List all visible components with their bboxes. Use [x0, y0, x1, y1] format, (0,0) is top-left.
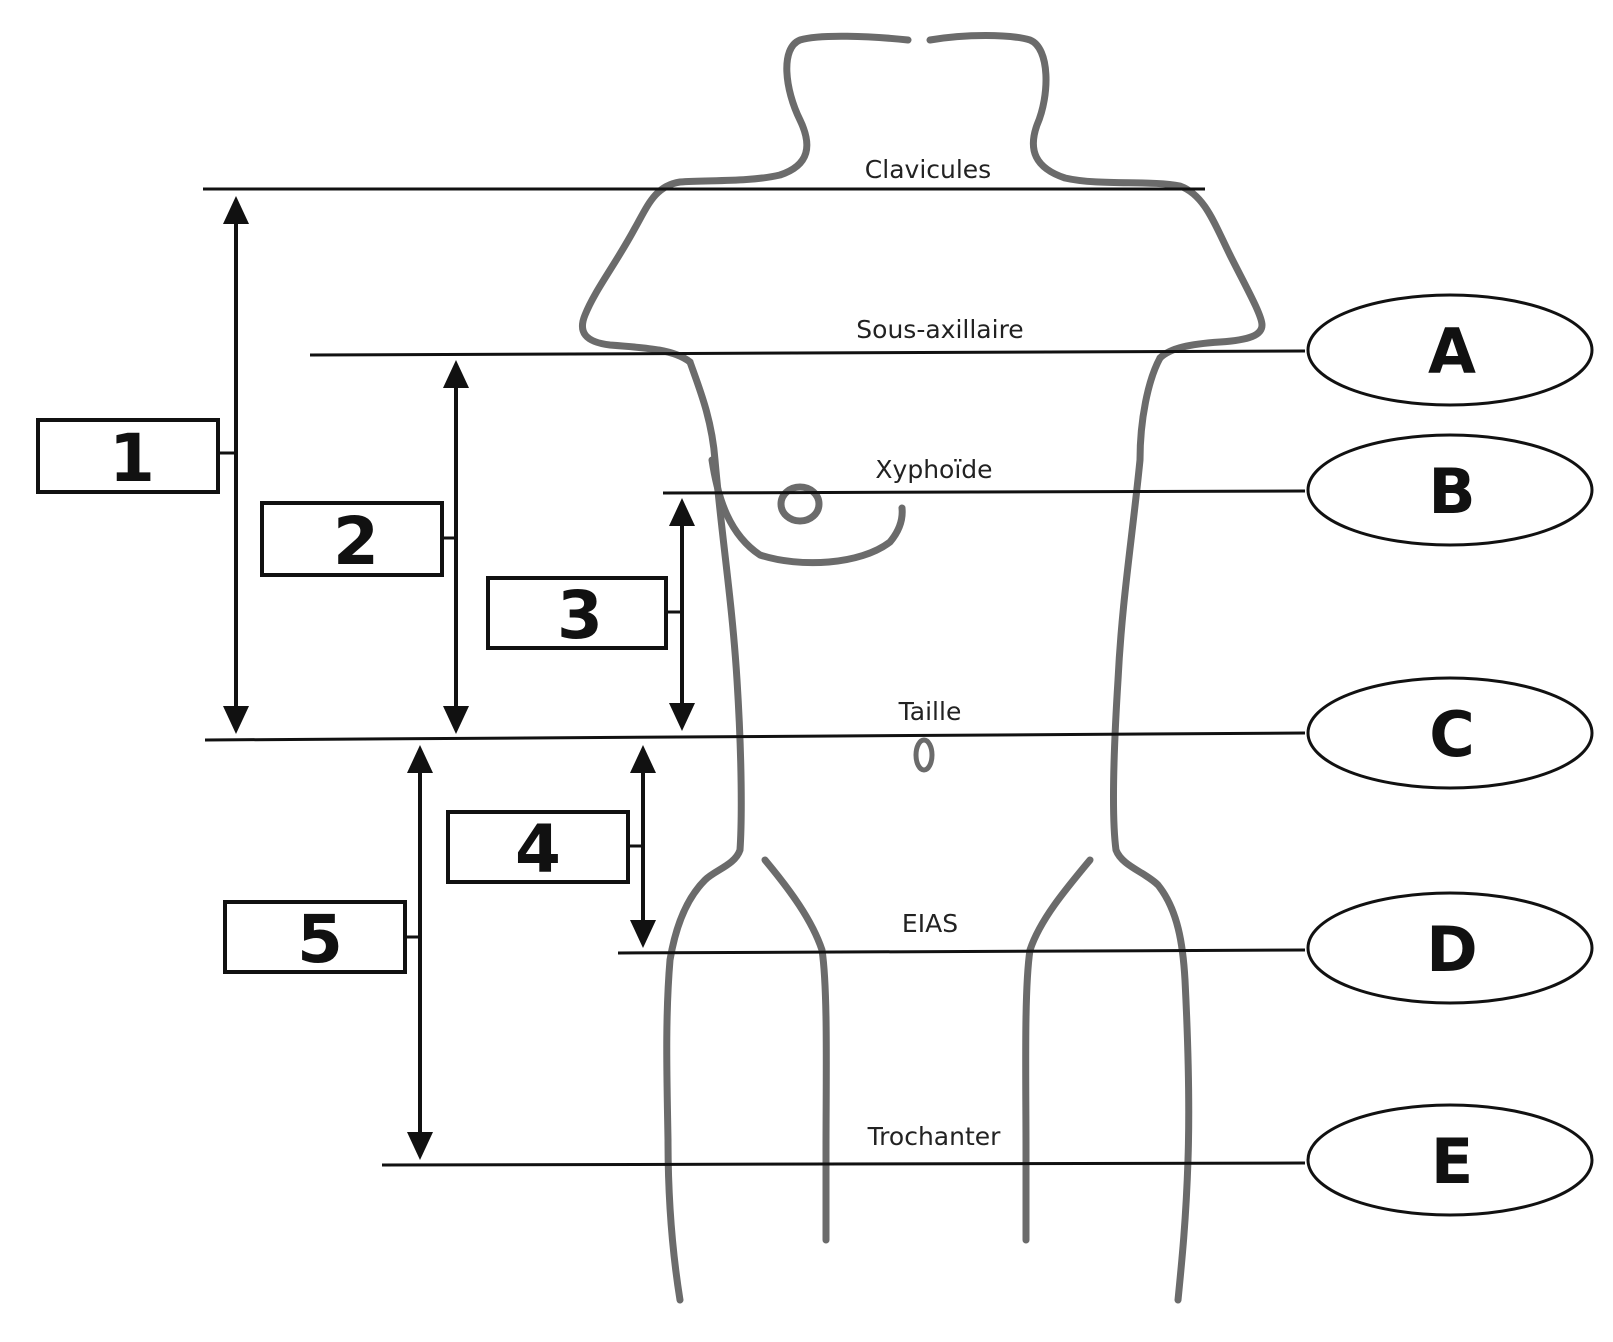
measurement-box-1: 1 [36, 418, 220, 497]
left-neck-shoulder-outline [578, 32, 912, 366]
arrow-5-top-head [407, 745, 433, 773]
marker-c: C [1306, 676, 1594, 790]
left-inner-leg-outline [761, 856, 830, 1244]
arrow-1-top-head [223, 196, 249, 224]
marker-d-text: D [1426, 913, 1477, 986]
taille-line [204, 731, 1306, 742]
right-inner-leg-outline [1022, 856, 1094, 1244]
marker-a: A [1306, 293, 1594, 407]
measurement-box-3: 3 [486, 576, 668, 654]
dimension-arrow-1 [218, 196, 249, 734]
arrow-2-top-head [443, 360, 469, 388]
dimension-arrows [218, 196, 695, 1160]
measurement-box-5-text: 5 [297, 901, 343, 978]
marker-c-text: C [1429, 698, 1475, 771]
torso-silhouette [578, 32, 1266, 1304]
measurement-boxes: 1 2 3 4 5 [36, 418, 668, 978]
xyphoide-line [662, 489, 1306, 495]
measurement-box-2-text: 2 [333, 503, 379, 580]
dimension-arrow-2 [440, 360, 469, 734]
measurement-box-4-text: 4 [515, 811, 561, 888]
level-lines [203, 187, 1306, 1167]
clavicules-label: Clavicules [865, 155, 991, 184]
measurement-box-5: 5 [223, 900, 407, 978]
arrow-1-bottom-head [223, 706, 249, 734]
marker-e: E [1306, 1103, 1594, 1217]
trochanter-line [381, 1161, 1306, 1167]
level-labels: Clavicules Sous-axillaire Xyphoïde Taill… [856, 155, 1023, 1151]
trochanter-label: Trochanter [867, 1122, 1002, 1151]
taille-label: Taille [898, 697, 962, 726]
dimension-arrow-5 [404, 745, 433, 1160]
marker-b-text: B [1428, 455, 1475, 528]
nipple-mark [777, 483, 823, 525]
dimension-arrow-3 [665, 498, 695, 731]
arrow-3-bottom-head [669, 703, 695, 731]
sous-axillaire-label: Sous-axillaire [856, 315, 1023, 344]
arrow-4-top-head [630, 745, 656, 773]
eias-line [617, 948, 1306, 955]
measurement-box-2: 2 [260, 501, 444, 580]
measurement-box-4: 4 [446, 810, 630, 888]
bust-outline [708, 456, 906, 567]
arrow-3-top-head [669, 498, 695, 526]
marker-d: D [1306, 891, 1594, 1005]
xyphoide-label: Xyphoïde [875, 455, 992, 484]
measurement-box-1-text: 1 [109, 420, 155, 497]
arrow-4-bottom-head [630, 920, 656, 948]
marker-e-text: E [1431, 1125, 1473, 1198]
arrow-2-bottom-head [443, 706, 469, 734]
dimension-arrow-4 [627, 745, 656, 948]
navel-mark [913, 737, 935, 773]
right-torso-side-outline [1110, 354, 1193, 1304]
marker-a-text: A [1428, 315, 1476, 388]
arrow-5-bottom-head [407, 1132, 433, 1160]
measurement-box-3-text: 3 [557, 577, 603, 654]
left-torso-side-outline [663, 358, 745, 1304]
right-neck-shoulder-outline [926, 32, 1266, 362]
level-markers: A B C D E [1306, 293, 1594, 1217]
marker-b: B [1306, 433, 1594, 547]
eias-label: EIAS [902, 909, 958, 938]
sous-axillaire-line [309, 349, 1306, 357]
